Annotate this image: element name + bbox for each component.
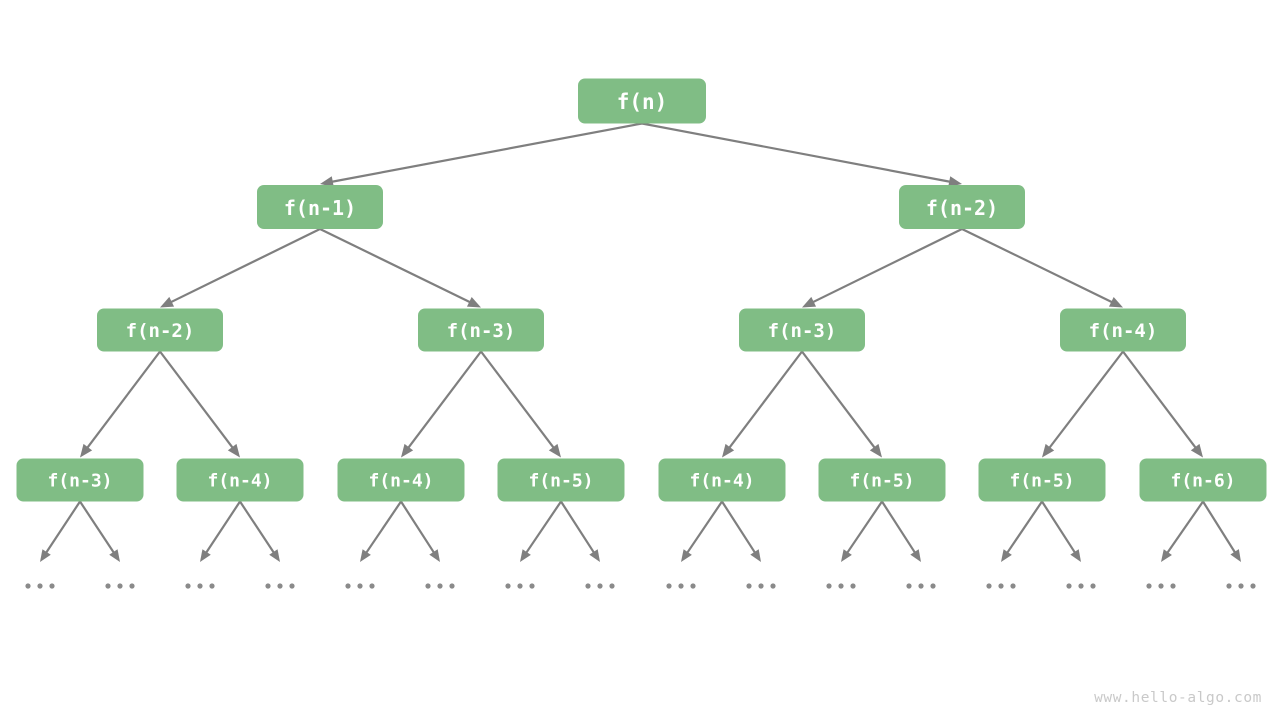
tree-node[interactable]: f(n-2) [97,308,223,352]
tree-node[interactable]: f(n-4) [176,458,304,502]
tree-edge-leaf [721,500,761,562]
ellipsis-group [185,583,215,589]
tree-edge [1042,350,1124,458]
ellipsis-group [826,583,856,589]
ellipsis-group [986,583,1016,589]
ellipsis-group [906,583,936,589]
tree-edge-leaf [360,500,402,562]
ellipsis-group [425,583,455,589]
tree-edge-leaf [200,500,241,562]
tree-edge-leaf [1202,500,1241,562]
tree-node-label: f(n-6) [1170,471,1235,492]
tree-edge-leaf [239,500,280,562]
tree-node[interactable]: f(n-3) [16,458,144,502]
tree-edge-leaf [40,500,81,562]
ellipsis-layer [25,583,1256,589]
ellipsis-group [505,583,535,589]
tree-node-label: f(n-4) [1089,320,1158,342]
tree-node[interactable]: f(n-4) [658,458,786,502]
ellipsis-group [666,583,696,589]
tree-node-label: f(n-4) [368,471,433,492]
tree-node[interactable]: f(n-4) [1060,308,1186,352]
watermark-label: www.hello-algo.com [1094,690,1262,706]
tree-node-label: f(n-3) [768,320,837,342]
leaf-edges-layer [40,500,1241,562]
tree-node[interactable]: f(n-5) [818,458,946,502]
ellipsis-group [1066,583,1096,589]
tree-edge-leaf [560,500,600,562]
ellipsis-group [1146,583,1176,589]
ellipsis-group [25,583,55,589]
ellipsis-group [345,583,375,589]
tree-edge [961,228,1123,308]
tree-edge-leaf [400,500,440,562]
tree-node[interactable]: f(n-2) [899,185,1025,229]
tree-edge-leaf [681,500,723,562]
tree-node-label: f(n-2) [126,320,195,342]
tree-edge [480,350,561,458]
ellipsis-group [746,583,776,589]
tree-node[interactable]: f(n-3) [739,308,865,352]
tree-node-label: f(n-1) [284,196,356,220]
nodes-layer: f(n) f(n-1) f(n-2) f(n-2) f(n-3) f(n-3) f(n-4)… [16,78,1267,502]
ellipsis-group [105,583,135,589]
tree-edge [1122,350,1203,458]
tree-node-label: f(n-4) [207,471,272,492]
tree-edge-leaf [79,500,120,562]
tree-edge [159,350,240,458]
tree-edge [401,350,482,458]
tree-node[interactable]: f(n-6) [1139,458,1267,502]
tree-node-label: f(n-3) [447,320,516,342]
tree-node[interactable]: f(n-5) [978,458,1106,502]
tree-edge [320,122,643,187]
tree-node-label: f(n-5) [1009,471,1074,492]
tree-edge [641,122,962,187]
ellipsis-group [265,583,295,589]
ellipsis-group [585,583,615,589]
tree-edge-leaf [520,500,562,562]
tree-edge [801,350,882,458]
tree-edge-leaf [881,500,921,562]
tree-node[interactable]: f(n-3) [418,308,544,352]
tree-node-label: f(n-3) [47,471,112,492]
tree-edge-leaf [1041,500,1081,562]
tree-edge [80,350,161,458]
tree-edge [722,350,803,458]
tree-edge [319,228,481,308]
tree-node[interactable]: f(n-4) [337,458,465,502]
tree-node[interactable]: f(n) [578,78,706,124]
tree-edge [160,228,321,308]
tree-node-label: f(n-5) [528,471,593,492]
ellipsis-group [1226,583,1256,589]
tree-node-label: f(n-5) [849,471,914,492]
tree-node[interactable]: f(n-5) [497,458,625,502]
tree-node-label: f(n) [617,90,668,114]
tree-node[interactable]: f(n-1) [257,185,383,229]
tree-node-label: f(n-4) [689,471,754,492]
tree-edge-leaf [1161,500,1204,562]
tree-edge-leaf [841,500,883,562]
edges-layer [80,122,1203,458]
tree-edge [802,228,963,308]
tree-edge-leaf [1001,500,1043,562]
tree-node-label: f(n-2) [926,196,998,220]
